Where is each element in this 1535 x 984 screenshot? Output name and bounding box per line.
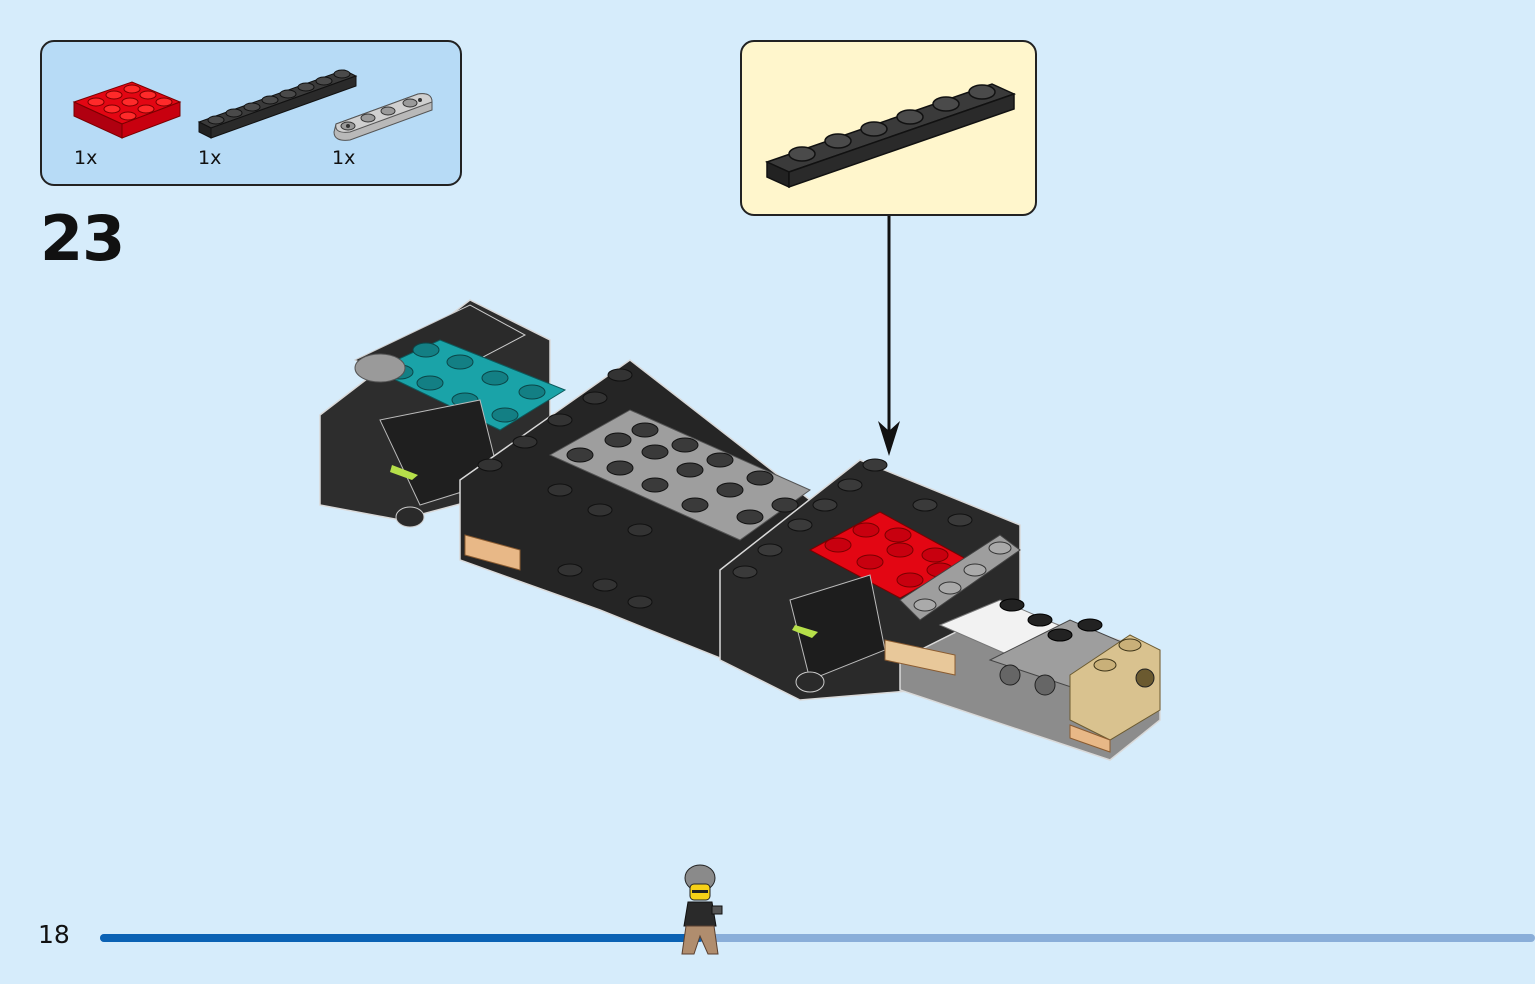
callout-box <box>740 40 1037 216</box>
part-quantity: 1x <box>332 147 356 169</box>
progress-bar <box>100 934 1535 942</box>
parts-list-box: 1x 1x 1x <box>40 40 462 186</box>
page-number: 18 <box>38 920 70 949</box>
black-plate-part-icon <box>197 69 358 139</box>
step-number: 23 <box>40 202 125 275</box>
red-plate-part-icon <box>72 81 182 139</box>
black-plate-callout-icon <box>764 83 1017 189</box>
placement-arrow-icon <box>878 216 900 456</box>
assembled-model-image <box>319 299 1161 761</box>
progress-fill <box>100 934 703 942</box>
minifigure-progress-icon <box>681 864 723 955</box>
part-quantity: 1x <box>74 147 98 169</box>
part-quantity: 1x <box>198 147 222 169</box>
grey-plate-part-icon <box>333 93 433 141</box>
